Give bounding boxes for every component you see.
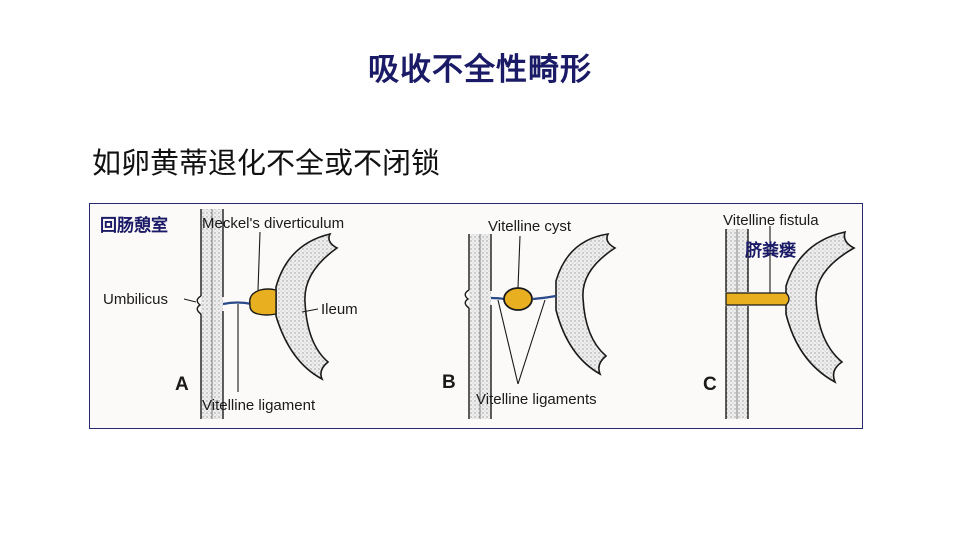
ileum-loop-c <box>785 230 856 384</box>
abdominal-wall-c <box>725 229 749 419</box>
panel-letter-a: A <box>175 374 189 395</box>
slide-title: 吸收不全性畸形 <box>368 52 592 88</box>
panel-a: 回肠憩室 Meckel's diverticulum Umbilicus Ile… <box>100 209 358 419</box>
label-cn-meckel: 回肠憩室 <box>100 215 168 236</box>
panel-b: Vitelline cyst Vitelline ligaments B <box>442 218 617 419</box>
figure-illustration: 回肠憩室 Meckel's diverticulum Umbilicus Ile… <box>100 209 856 419</box>
label-meckel-diverticulum: Meckel's diverticulum <box>202 215 344 232</box>
panel-c: Vitelline fistula 脐粪瘘 C <box>703 212 856 419</box>
vitelline-ligament-a <box>222 301 253 306</box>
label-cn-fistula: 脐粪瘘 <box>745 240 796 261</box>
label-vitelline-fistula: Vitelline fistula <box>723 212 819 229</box>
meckel-diverticulum <box>249 288 277 316</box>
label-vitelline-ligament: Vitelline ligament <box>202 397 316 414</box>
label-vitelline-cyst: Vitelline cyst <box>488 218 572 235</box>
vitelline-fistula <box>725 292 790 306</box>
label-ileum: Ileum <box>321 301 358 318</box>
ileum-loop-b <box>555 232 617 376</box>
embryology-figure: 回肠憩室 Meckel's diverticulum Umbilicus Ile… <box>89 203 863 429</box>
panel-letter-c: C <box>703 374 717 395</box>
vitelline-ligament-b-right <box>532 294 557 301</box>
slide-subtitle: 如卵黄蒂退化不全或不闭锁 <box>92 146 441 180</box>
panel-letter-b: B <box>442 372 456 393</box>
ileum-loop-a <box>275 232 339 381</box>
abdominal-wall-a <box>196 209 224 419</box>
abdominal-wall-b <box>464 234 492 419</box>
label-umbilicus: Umbilicus <box>103 291 168 308</box>
label-vitelline-ligaments: Vitelline ligaments <box>476 391 597 408</box>
vitelline-cyst <box>503 287 533 311</box>
vitelline-ligament-b-left <box>490 296 505 301</box>
